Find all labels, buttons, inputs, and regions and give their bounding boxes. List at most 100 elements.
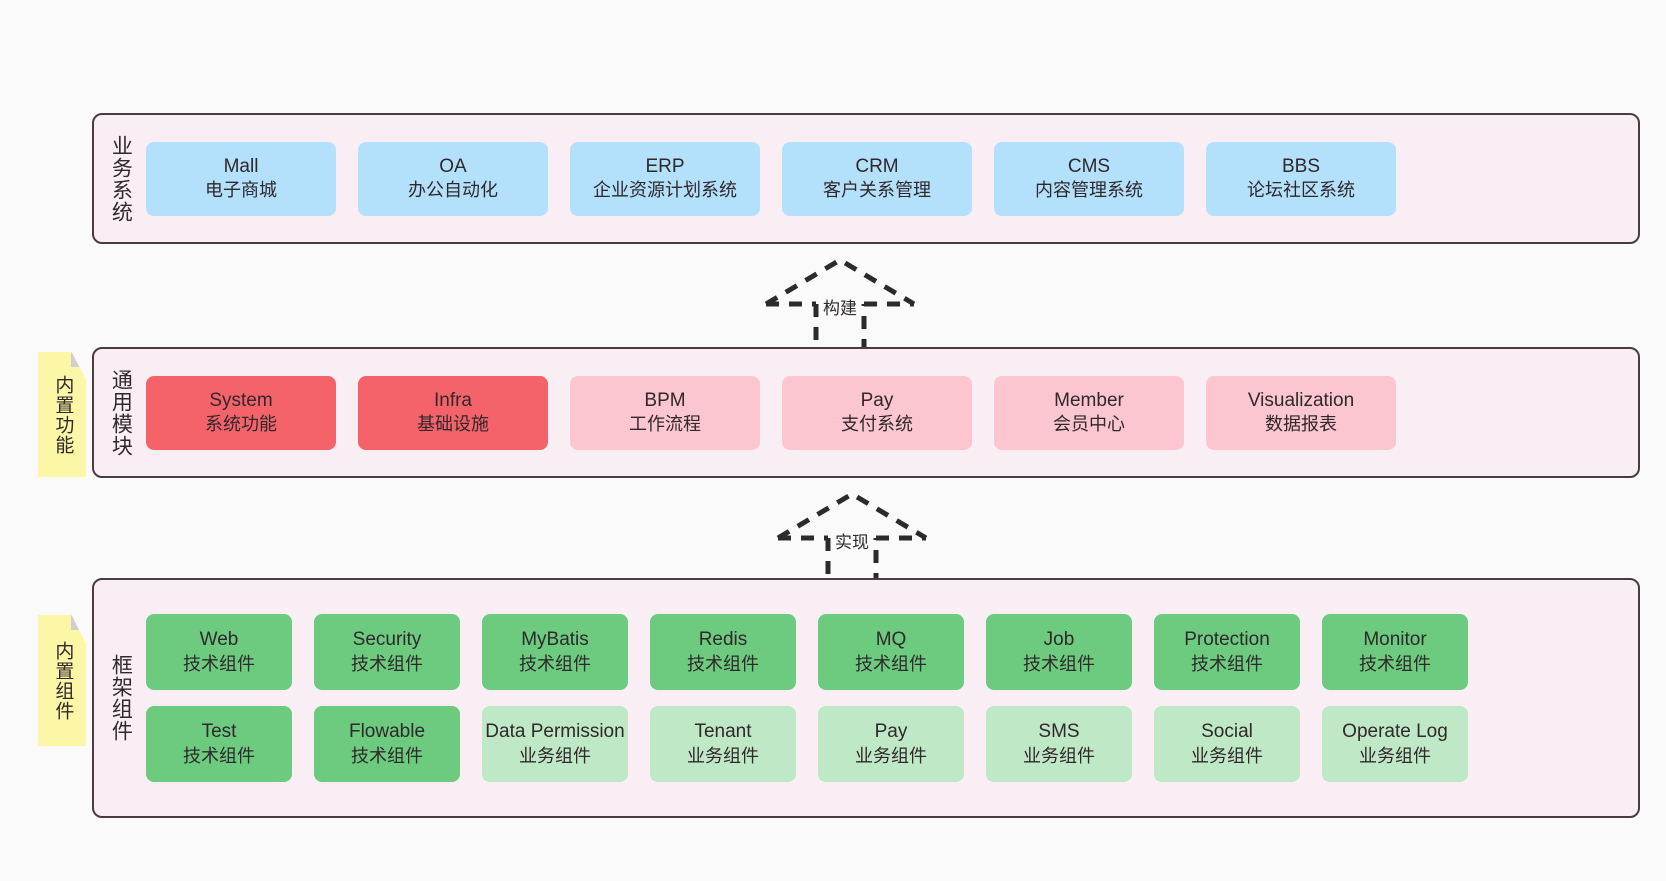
card-row: Mall 电子商城 OA 办公自动化 ERP 企业资源计划系统 CRM 客户关系… [146,141,1624,216]
note-builtin-component: 内置组件 [38,615,86,746]
card-oa[interactable]: OA 办公自动化 [358,141,548,216]
layer-body-framework: Web 技术组件 Security 技术组件 MyBatis 技术组件 Redi… [146,580,1638,816]
card-title: Social [1201,721,1253,743]
card-subtitle: 技术组件 [687,653,759,674]
card-subtitle: 基础设施 [417,414,489,435]
card-title: BBS [1281,155,1321,177]
card-protection[interactable]: Protection 技术组件 [1154,614,1300,690]
card-title: Web [199,629,239,651]
card-test[interactable]: Test 技术组件 [146,706,292,782]
card-title: Test [201,721,237,743]
card-title: ERP [645,155,685,177]
card-subtitle: 工作流程 [629,414,701,435]
card-subtitle: 论坛社区系统 [1247,180,1355,201]
card-subtitle: 业务组件 [1023,745,1095,766]
card-subtitle: 业务组件 [687,745,759,766]
layer-title-framework: 框架组件 [109,654,133,742]
layer-title-modules: 通用模块 [109,368,133,457]
card-redis[interactable]: Redis 技术组件 [650,614,796,690]
card-title: Mall [223,155,259,177]
card-flowable[interactable]: Flowable 技术组件 [314,706,460,782]
arrow-label-build: 构建 [823,299,857,318]
card-title: Security [352,629,422,651]
note-fold-corner-icon [71,352,86,367]
card-mq[interactable]: MQ 技术组件 [818,614,964,690]
arrow-label-implement: 实现 [835,533,869,552]
card-subtitle: 客户关系管理 [823,180,931,201]
card-subtitle: 技术组件 [1359,653,1431,674]
arrow-head-outline [776,491,928,541]
card-title: CRM [855,155,899,177]
card-erp[interactable]: ERP 企业资源计划系统 [570,141,760,216]
card-subtitle: 数据报表 [1265,414,1337,435]
card-monitor[interactable]: Monitor 技术组件 [1322,614,1468,690]
card-subtitle: 业务组件 [1359,745,1431,766]
card-operate-log[interactable]: Operate Log 业务组件 [1322,706,1468,782]
card-title: System [209,389,273,411]
card-subtitle: 会员中心 [1053,414,1125,435]
arrow-implement: 实现 [772,490,932,587]
card-title: Pay [860,389,894,411]
card-title: Visualization [1247,389,1355,411]
card-title: Redis [698,629,748,651]
card-subtitle: 技术组件 [351,745,423,766]
card-pay-component[interactable]: Pay 业务组件 [818,706,964,782]
card-bpm[interactable]: BPM 工作流程 [570,375,760,450]
card-title: Monitor [1363,629,1427,651]
card-sms[interactable]: SMS 业务组件 [986,706,1132,782]
card-data-permission[interactable]: Data Permission 业务组件 [482,706,628,782]
card-social[interactable]: Social 业务组件 [1154,706,1300,782]
card-tenant[interactable]: Tenant 业务组件 [650,706,796,782]
card-subtitle: 业务组件 [1191,745,1263,766]
card-title: MQ [875,629,907,651]
arrow-build: 构建 [760,256,920,353]
layer-panel-modules: 通用模块 System 系统功能 Infra 基础设施 BPM 工作流程 Pay… [92,347,1640,478]
card-web[interactable]: Web 技术组件 [146,614,292,690]
card-title: BPM [644,389,686,411]
card-title: SMS [1038,721,1080,743]
card-subtitle: 技术组件 [183,745,255,766]
card-subtitle: 系统功能 [205,414,277,435]
card-subtitle: 业务组件 [855,745,927,766]
card-row: System 系统功能 Infra 基础设施 BPM 工作流程 Pay 支付系统… [146,375,1624,450]
card-subtitle: 内容管理系统 [1035,180,1143,201]
note-label: 内置功能 [52,374,74,455]
layer-title-business: 业务系统 [109,134,133,223]
card-title: OA [439,155,467,177]
note-fold-corner-icon [71,615,86,630]
card-mall[interactable]: Mall 电子商城 [146,141,336,216]
card-subtitle: 支付系统 [841,414,913,435]
card-mybatis[interactable]: MyBatis 技术组件 [482,614,628,690]
note-builtin-function: 内置功能 [38,352,86,477]
card-title: Infra [433,389,473,411]
card-title: Member [1054,389,1124,411]
note-label: 内置组件 [52,640,74,721]
card-visualization[interactable]: Visualization 数据报表 [1206,375,1396,450]
card-security[interactable]: Security 技术组件 [314,614,460,690]
card-subtitle: 企业资源计划系统 [593,180,737,201]
card-bbs[interactable]: BBS 论坛社区系统 [1206,141,1396,216]
card-infra[interactable]: Infra 基础设施 [358,375,548,450]
card-subtitle: 办公自动化 [408,180,498,201]
card-subtitle: 技术组件 [1023,653,1095,674]
card-title: CMS [1067,155,1111,177]
card-system[interactable]: System 系统功能 [146,375,336,450]
card-subtitle: 电子商城 [205,180,277,201]
card-subtitle: 技术组件 [855,653,927,674]
card-subtitle: 业务组件 [519,745,591,766]
card-crm[interactable]: CRM 客户关系管理 [782,141,972,216]
card-cms[interactable]: CMS 内容管理系统 [994,141,1184,216]
card-title: Flowable [348,721,426,743]
layer-panel-business: 业务系统 Mall 电子商城 OA 办公自动化 ERP 企业资源计划系统 CRM… [92,113,1640,244]
card-title: Pay [874,721,908,743]
card-job[interactable]: Job 技术组件 [986,614,1132,690]
card-subtitle: 技术组件 [351,653,423,674]
card-member[interactable]: Member 会员中心 [994,375,1184,450]
card-subtitle: 技术组件 [1191,653,1263,674]
card-subtitle: 技术组件 [519,653,591,674]
card-pay-module[interactable]: Pay 支付系统 [782,375,972,450]
layer-panel-framework: 框架组件 Web 技术组件 Security 技术组件 MyBatis 技术组件… [92,578,1640,818]
card-title: Operate Log [1342,721,1448,743]
arrow-head-outline [764,257,916,307]
card-subtitle: 技术组件 [183,653,255,674]
